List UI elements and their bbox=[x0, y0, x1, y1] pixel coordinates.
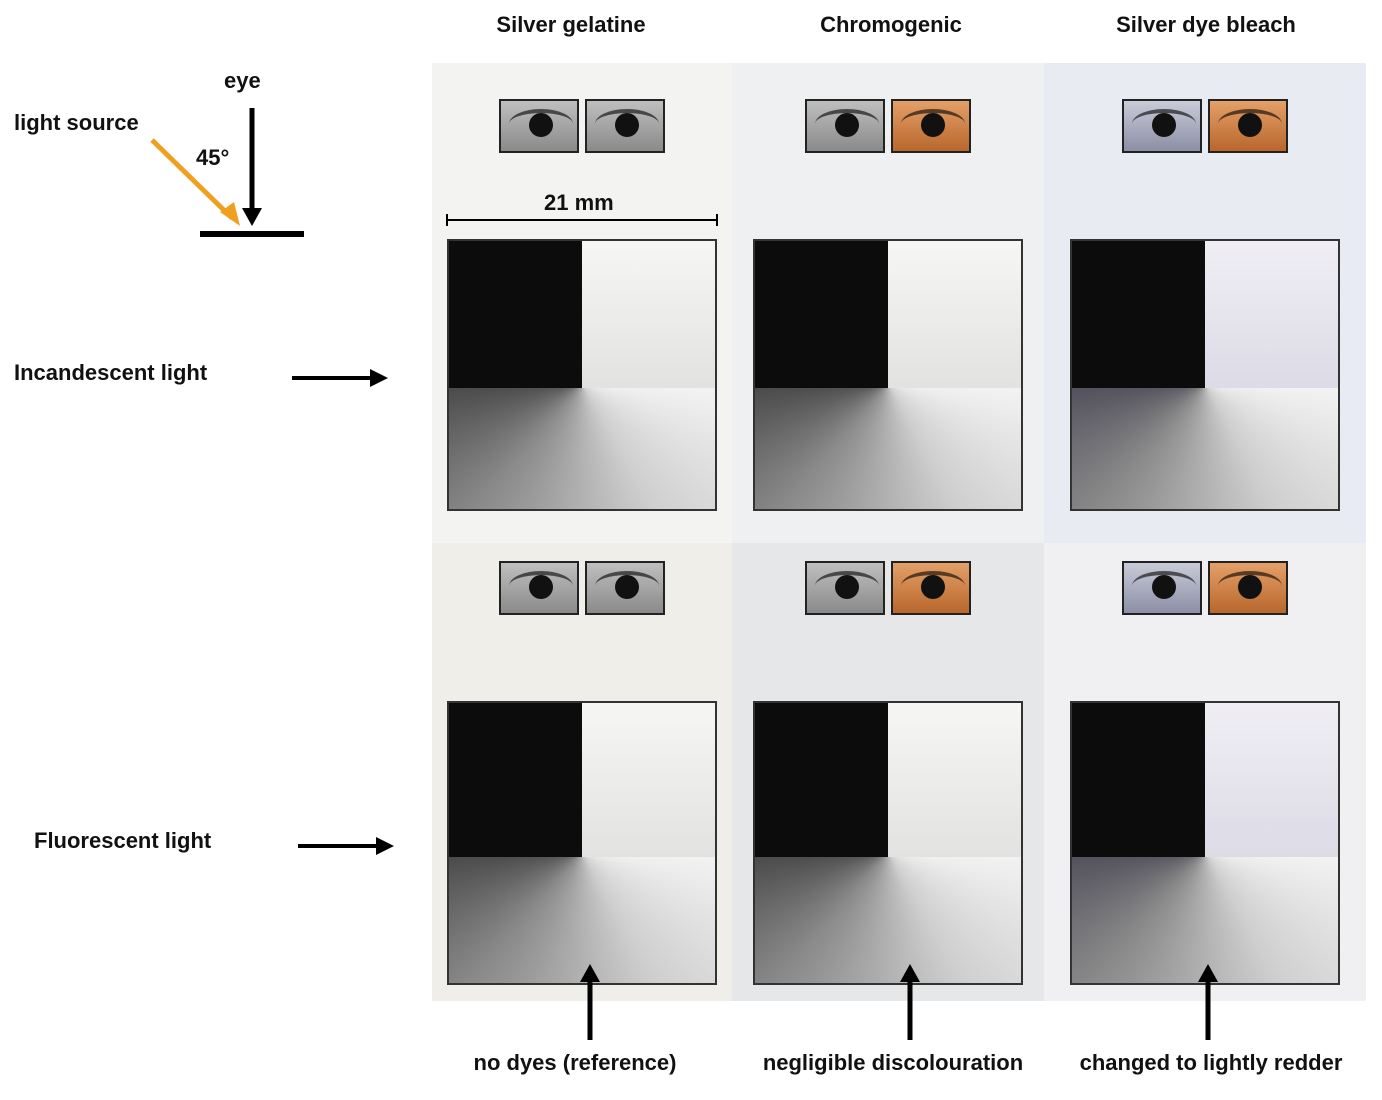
incandescent-arrow-icon bbox=[292, 369, 388, 387]
target-black-patch bbox=[449, 703, 582, 857]
grayscale-target bbox=[1070, 701, 1340, 985]
column-header-silver-gelatine: Silver gelatine bbox=[496, 12, 646, 37]
row-label-incandescent: Incandescent light bbox=[14, 360, 208, 385]
illumination-geometry-diagram bbox=[150, 108, 304, 237]
grayscale-target bbox=[447, 701, 717, 985]
fluorescent-arrow-icon bbox=[298, 837, 394, 855]
grayscale-target bbox=[1070, 239, 1340, 511]
grayscale-target bbox=[447, 239, 717, 511]
photo-panel-fluorescent-chromogenic bbox=[732, 543, 1044, 1001]
footer-arrow-silver-dye-bleach-icon bbox=[1198, 964, 1218, 1040]
eye-label: eye bbox=[224, 68, 261, 93]
light-source-arrow bbox=[150, 138, 234, 220]
eye-swatch-right bbox=[1208, 99, 1288, 153]
eye-swatch-pair bbox=[499, 561, 665, 615]
eye-swatch-right bbox=[891, 561, 971, 615]
column-header-silver-dye-bleach: Silver dye bleach bbox=[1116, 12, 1296, 37]
footer-label-silver-gelatine: no dyes (reference) bbox=[473, 1050, 677, 1075]
footer-label-silver-dye-bleach: changed to lightly redder bbox=[1079, 1050, 1343, 1075]
eye-swatch-left bbox=[1122, 561, 1202, 615]
eye-swatch-right bbox=[1208, 561, 1288, 615]
eye-swatch-right bbox=[585, 561, 665, 615]
column-header-chromogenic: Chromogenic bbox=[820, 12, 962, 37]
row-label-fluorescent: Fluorescent light bbox=[34, 828, 212, 853]
eye-swatch-pair bbox=[805, 561, 971, 615]
photo-panel-incandescent-chromogenic bbox=[732, 63, 1044, 543]
target-white-patch bbox=[1205, 241, 1338, 389]
eye-swatch-right bbox=[891, 99, 971, 153]
eye-swatch-pair bbox=[1122, 561, 1288, 615]
eye-swatch-left bbox=[805, 99, 885, 153]
eye-swatch-pair bbox=[499, 99, 665, 153]
angle-label: 45° bbox=[196, 145, 230, 170]
eye-swatch-left bbox=[1122, 99, 1202, 153]
eye-arrowhead bbox=[242, 208, 262, 226]
light-source-label: light source bbox=[14, 110, 139, 135]
eye-swatch-pair bbox=[1122, 99, 1288, 153]
eye-swatch-right bbox=[585, 99, 665, 153]
target-black-patch bbox=[755, 703, 888, 857]
target-white-patch bbox=[1205, 703, 1338, 857]
photo-panel-incandescent-silver-dye-bleach bbox=[1044, 63, 1366, 543]
target-black-patch bbox=[1072, 703, 1205, 857]
target-white-patch bbox=[888, 703, 1021, 857]
scale-bar bbox=[446, 214, 718, 226]
eye-swatch-left bbox=[499, 561, 579, 615]
photo-panel-incandescent-silver-gelatine bbox=[432, 63, 732, 543]
target-black-patch bbox=[1072, 241, 1205, 389]
scale-label: 21 mm bbox=[544, 190, 614, 215]
footer-arrow-silver-gelatine-icon bbox=[580, 964, 600, 1040]
light-arrowhead bbox=[220, 202, 240, 226]
eye-swatch-pair bbox=[805, 99, 971, 153]
target-white-patch bbox=[582, 241, 715, 389]
footer-arrow-chromogenic-icon bbox=[900, 964, 920, 1040]
grayscale-target bbox=[753, 701, 1023, 985]
target-black-patch bbox=[755, 241, 888, 389]
target-white-patch bbox=[582, 703, 715, 857]
target-black-patch bbox=[449, 241, 582, 389]
eye-swatch-left bbox=[499, 99, 579, 153]
grayscale-target bbox=[753, 239, 1023, 511]
photo-panel-fluorescent-silver-dye-bleach bbox=[1044, 543, 1366, 1001]
eye-swatch-left bbox=[805, 561, 885, 615]
footer-label-chromogenic: negligible discolouration bbox=[762, 1050, 1024, 1075]
target-white-patch bbox=[888, 241, 1021, 389]
photo-panel-fluorescent-silver-gelatine bbox=[432, 543, 732, 1001]
